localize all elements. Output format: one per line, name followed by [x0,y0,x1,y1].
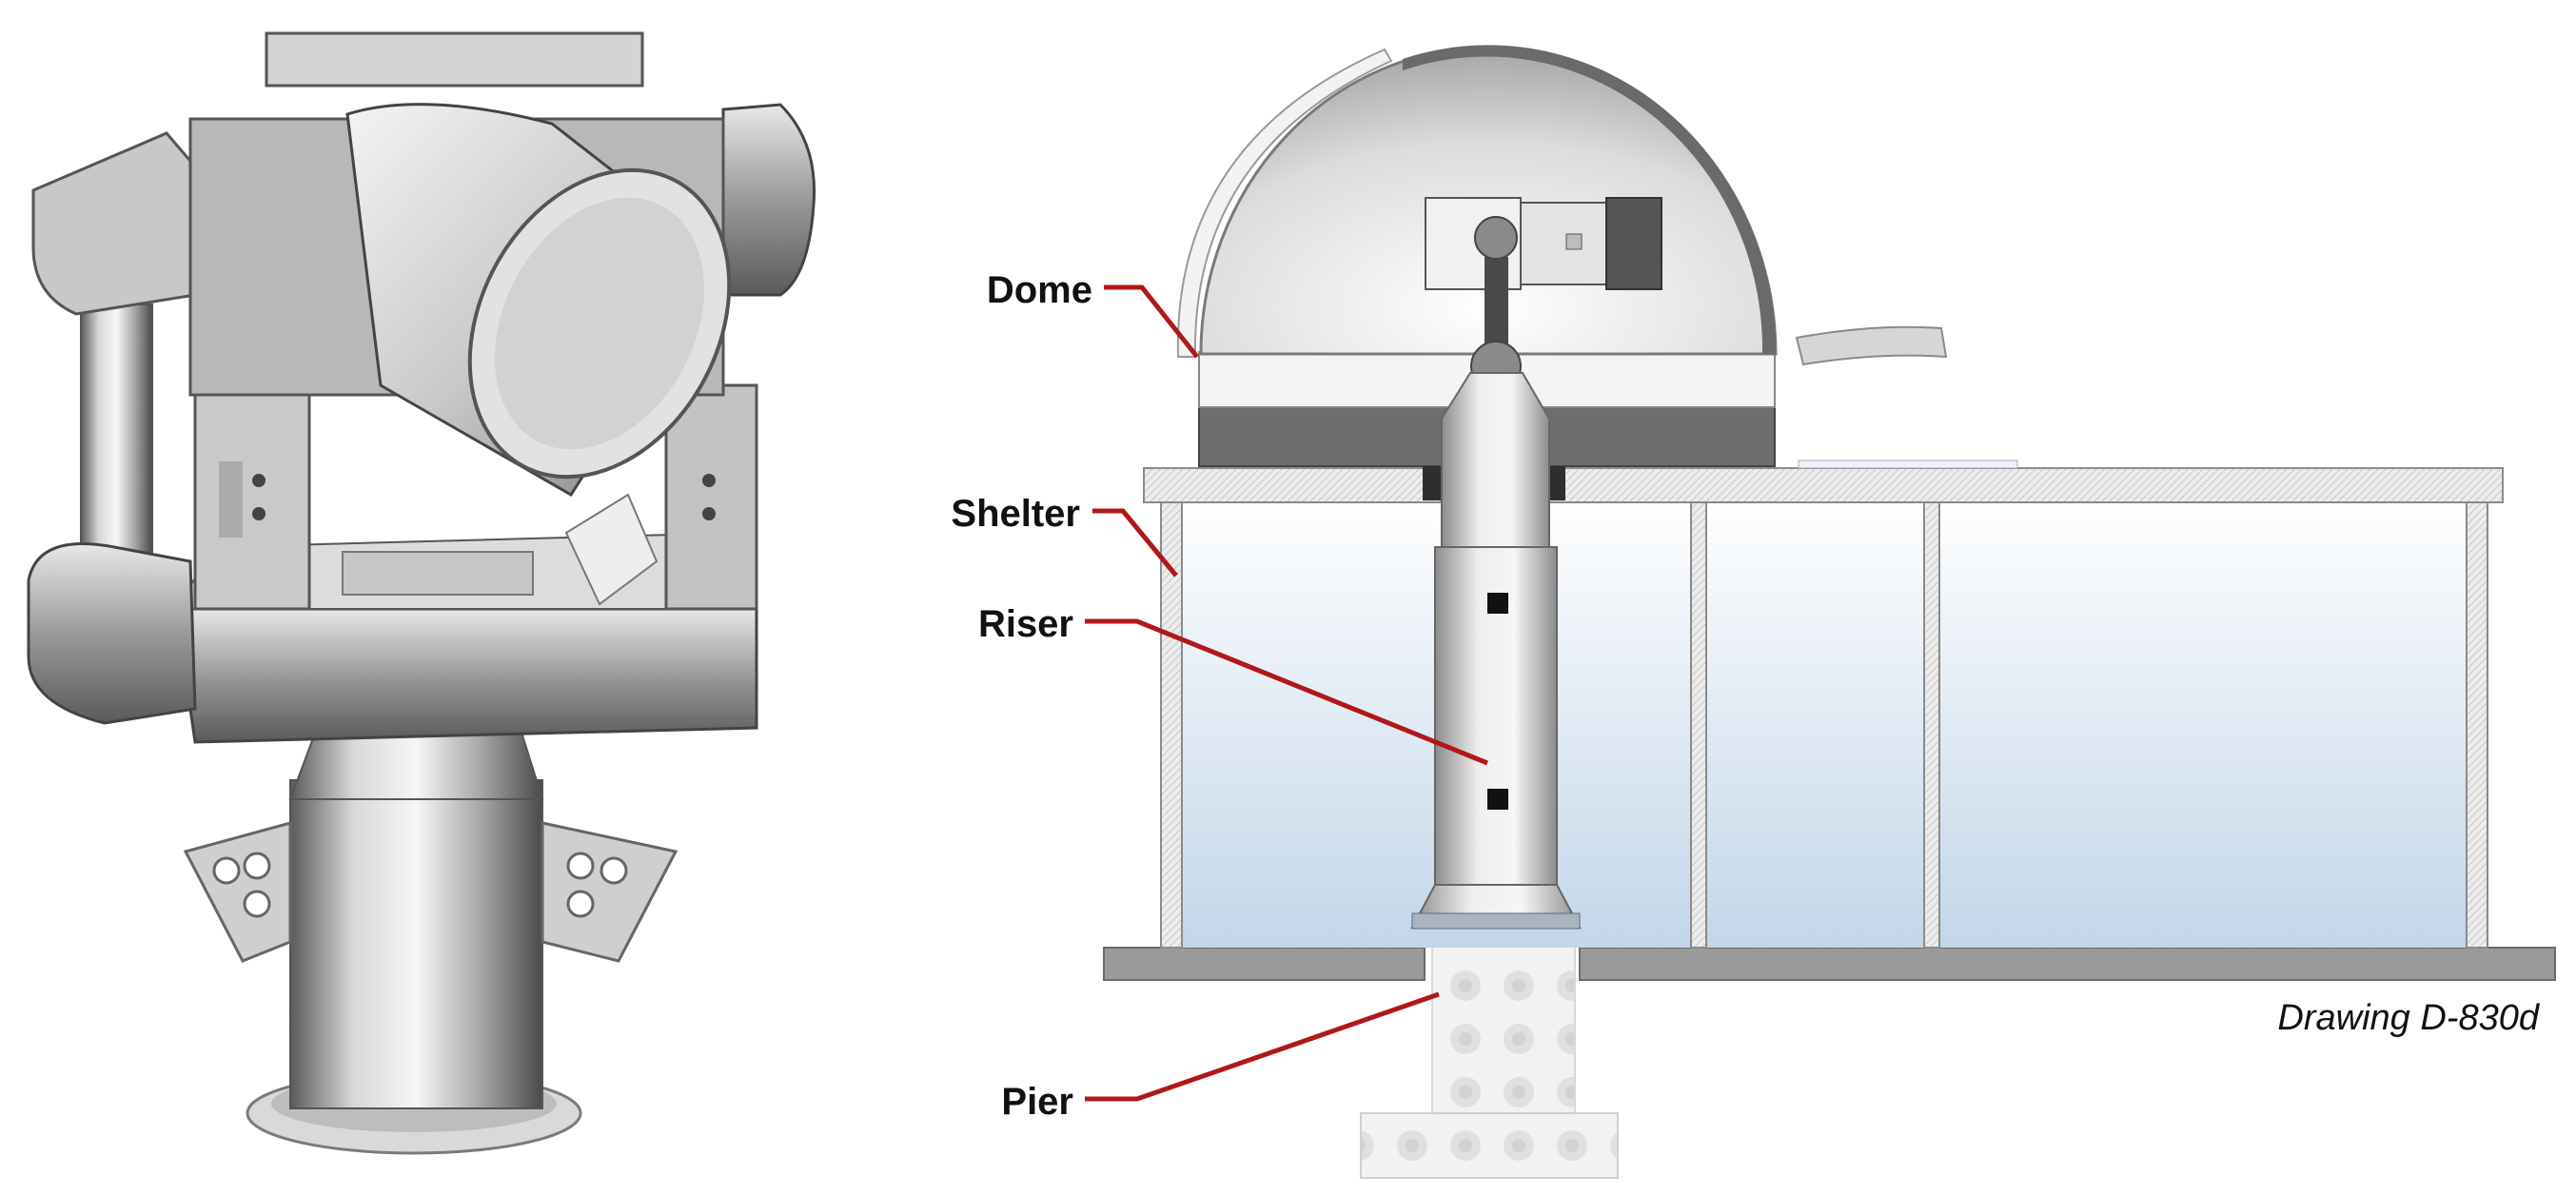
left-bracket [183,821,292,963]
riser-label: Riser [978,603,1073,645]
pedestal-column [289,779,543,1109]
azimuth-housing [174,607,758,744]
mount-render [27,31,816,1155]
shelter-leader-line [1092,508,1178,578]
riser-port [1487,593,1508,614]
pier-footing [1360,1112,1619,1179]
shelter-roof [1143,467,2504,503]
dome-shutter [1176,48,1393,358]
drawing-caption: Drawing D-830d [2277,998,2540,1038]
right-bracket [541,821,678,963]
pier-label: Pier [1001,1081,1073,1123]
fork-arm-left [193,388,311,611]
riser-leader-line [1085,618,1488,766]
shelter-post [1923,494,1940,949]
floor-slab [1103,947,1426,981]
elevation-motor-right [721,103,816,297]
dome-label: Dome [987,269,1092,311]
shelter-label: Shelter [951,493,1080,535]
cross-section-drawing: Dome Shelter Riser Pier Drawing D-830d [951,45,2556,1179]
dome-telescope [1425,197,1662,392]
fork-arm-right [664,383,758,611]
optical-tube [345,103,732,498]
shelter-post [2466,494,2488,949]
shelter-glass [1178,495,2472,948]
riser-port [1487,789,1508,810]
dome-leader-line [1104,284,1199,359]
riser [1410,372,1582,930]
pier [1431,946,1576,1119]
pier-leader-line [1085,991,1440,1102]
shelter-post [1690,494,1707,949]
elevation-motor-left [27,542,197,725]
